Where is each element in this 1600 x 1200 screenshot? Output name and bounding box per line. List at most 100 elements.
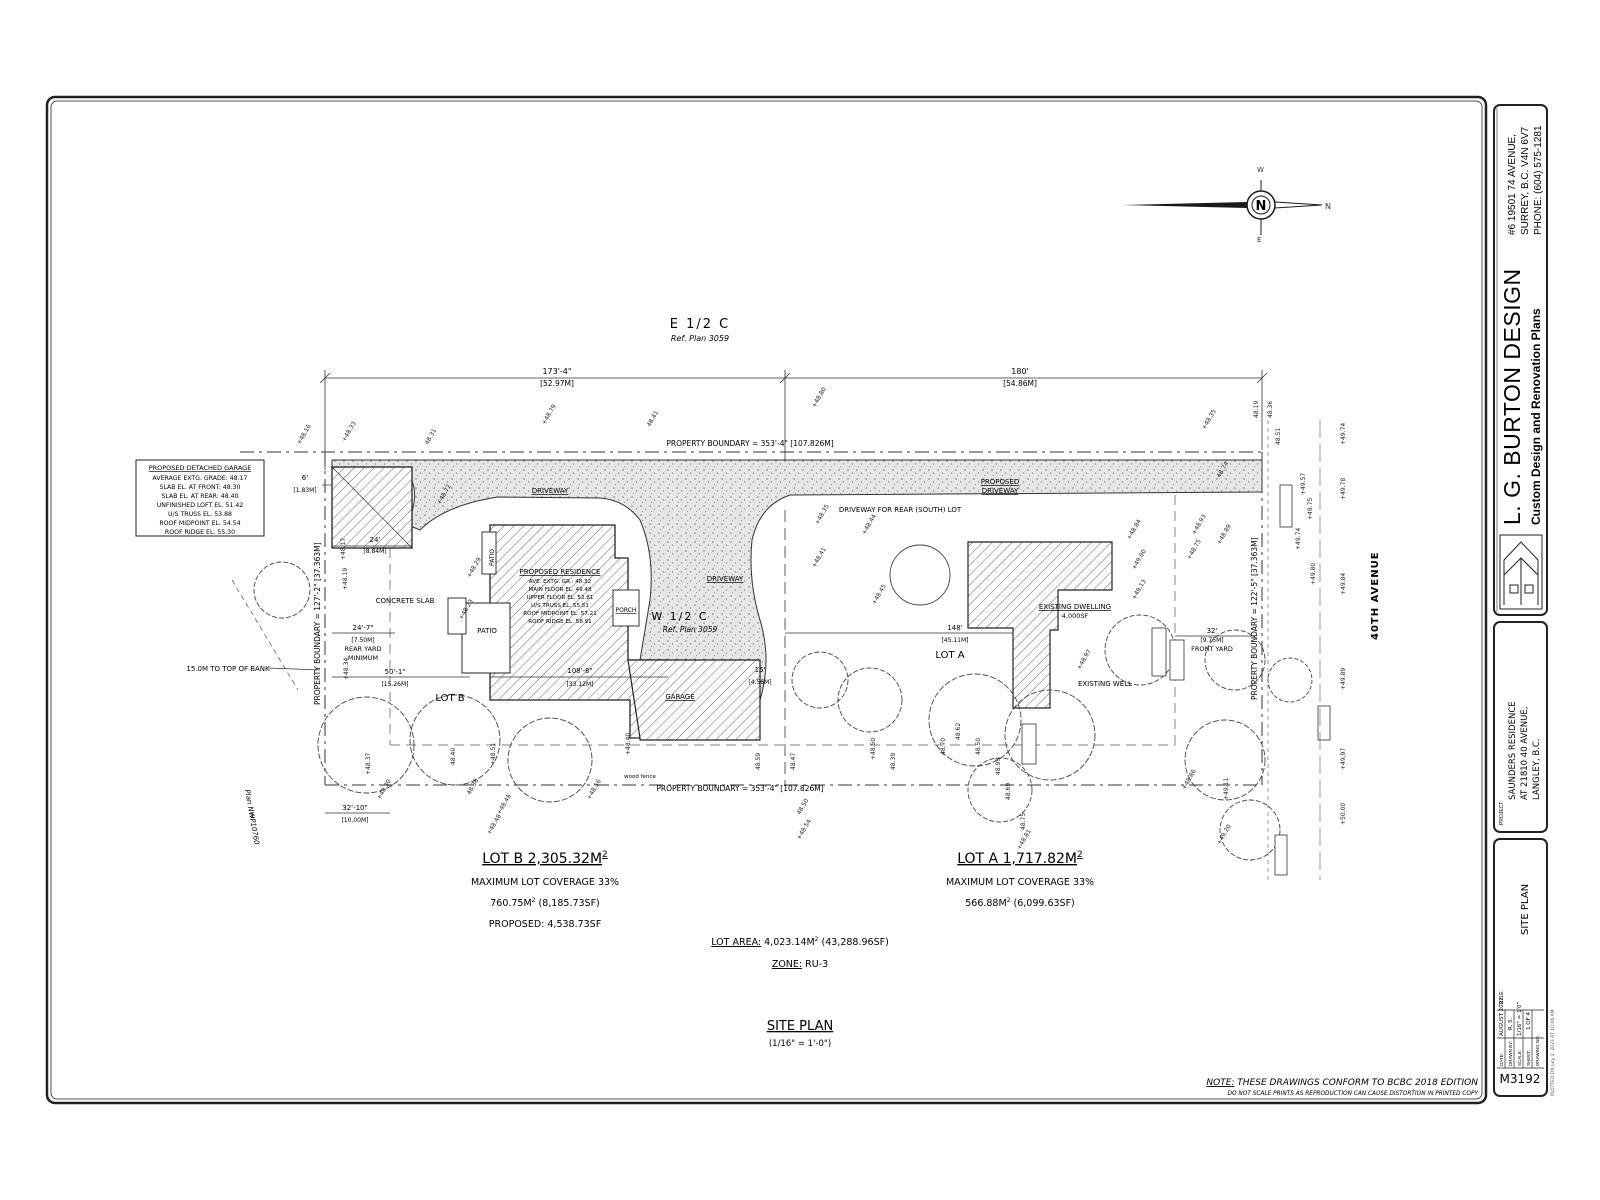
title-block xyxy=(1493,104,1548,1097)
elevation-point: 48.62 xyxy=(955,723,962,740)
lot-a-width: 148' xyxy=(947,624,962,632)
lot-b-area: 760.75M2 (8,185.73SF) xyxy=(490,897,600,909)
patio-label: PATIO xyxy=(489,549,496,566)
scale-value: 1/16" = 1'0" xyxy=(1517,1002,1523,1036)
elevation-point: +49.75 xyxy=(1307,498,1314,520)
date-label: DATE: xyxy=(1499,1053,1504,1066)
concrete-slab xyxy=(447,597,467,635)
drawing-number: M3192 xyxy=(1500,1072,1541,1086)
title-info-table xyxy=(1497,1009,1544,1069)
drawn-by-value: R. S. xyxy=(1508,1017,1514,1030)
proposed-driveway-label: DRIVEWAY xyxy=(982,487,1019,495)
company-logo-icon xyxy=(1499,534,1543,610)
elevation-point: +48.48 xyxy=(486,813,503,836)
garage-info-line: SLAB EL. AT FRONT: 48.30 xyxy=(160,484,241,491)
elevation-point: 48.75 xyxy=(1020,813,1027,830)
lot-b-label: LOT B xyxy=(435,693,464,704)
elevation-point: +48.81 xyxy=(1016,828,1033,851)
elevation-point: +48.84 xyxy=(1126,518,1143,541)
garage-setback-m: [1.83M] xyxy=(293,487,316,494)
bottom-width-m: [10.00M] xyxy=(341,817,368,824)
elevation-point: +49.57 xyxy=(1300,473,1307,495)
east-length-ft: 180' xyxy=(1011,367,1028,376)
lot-a-width-m: [45.11M] xyxy=(941,637,968,644)
front-yard-m: [9.75M] xyxy=(1200,637,1223,644)
elevation-point: +49.11 xyxy=(1223,778,1230,800)
elevation-point: +48.19 xyxy=(342,568,349,590)
elevation-point: +49.20 xyxy=(1216,823,1233,846)
existing-dwelling-area: 4,000SF xyxy=(1062,612,1089,620)
front-yard-label: FRONT YARD xyxy=(1191,645,1233,653)
rear-yard-m: [7.50M] xyxy=(351,637,374,644)
total-lot-area: LOT AREA: 4,023.14M2 (43,288.96SF) xyxy=(711,936,889,948)
project-line: LANGLEY, B.C. xyxy=(1532,738,1542,800)
elevation-point: +48.75 xyxy=(1186,538,1203,561)
driveway-label: DRIVEWAY xyxy=(707,575,744,583)
drawing-scale: (1/16" = 1'-0") xyxy=(769,1039,831,1049)
elevation-point: +49.78 xyxy=(1340,478,1347,500)
detail-boxes xyxy=(1021,484,1331,876)
trees xyxy=(253,544,1313,861)
attached-garage xyxy=(627,659,761,741)
setback-lines xyxy=(389,495,1176,746)
elevation-point: +48.34 xyxy=(343,658,350,680)
drawn-by-label: DRAWN BY: xyxy=(1508,1041,1513,1066)
center-parcel-ref: Ref. Plan 3059 xyxy=(663,625,718,634)
elevation-point: +48.41 xyxy=(811,546,828,569)
residence-line: U/S TRUSS EL. 55.51 xyxy=(531,603,589,609)
elevation-point: +48.50 xyxy=(870,738,877,760)
compass-letter: N xyxy=(1256,199,1267,214)
elevation-point: 48.40 xyxy=(450,748,457,765)
patio-main xyxy=(461,602,511,674)
east-length-m: [54.86M] xyxy=(1003,379,1037,388)
sheet-title: SITE PLAN xyxy=(1520,884,1531,935)
garage-info-line: ROOF RIDGE EL. 55.30 xyxy=(165,529,235,536)
lot-a-coverage: MAXIMUM LOT COVERAGE 33% xyxy=(946,877,1094,888)
elevation-point: +48.17 xyxy=(340,538,347,560)
existing-well-label: EXISTING WELL xyxy=(1078,680,1132,688)
elevation-point: +48.97 xyxy=(1076,648,1093,671)
bank-label: 15.0M TO TOP OF BANK xyxy=(186,665,270,673)
residence-length: 108'-8" xyxy=(567,667,592,675)
north-arrow-icon: N N W E xyxy=(1122,166,1331,244)
elevation-point: 48.50 xyxy=(975,738,982,755)
elevation-point: 48.93 xyxy=(995,758,1002,775)
elevation-point: +48.56 xyxy=(586,778,603,801)
svg-text:N: N xyxy=(1325,202,1331,211)
patio-north xyxy=(481,531,497,575)
company-phone: PHONE: (604) 575-1281 xyxy=(1533,125,1544,235)
garage-width: 24' xyxy=(370,536,381,544)
center-parcel-label: W 1/2 C xyxy=(651,610,708,623)
existing-dwelling xyxy=(967,541,1113,709)
property-boundary xyxy=(240,451,1263,786)
bottom-width: 32'-10" xyxy=(342,804,367,812)
company-address-1: #6 19501 74 AVENUE, xyxy=(1507,134,1518,235)
elevation-point: 48.19 xyxy=(1253,401,1260,418)
elevation-point: 48.51 xyxy=(1275,428,1282,445)
elevation-point: 48.31 xyxy=(424,427,439,446)
elevation-point: +48.54 xyxy=(796,818,813,841)
title-label: TITLE: xyxy=(1499,990,1505,1005)
elevation-point: +48.44 xyxy=(861,513,878,536)
date-value: AUGUST 2022 xyxy=(1499,997,1505,1036)
elevation-point: +49.74 xyxy=(1340,423,1347,445)
elevation-point: +48.37 xyxy=(365,753,372,775)
elevation-point: 48.38 xyxy=(466,777,481,796)
elevation-point: 48.41 xyxy=(646,409,661,428)
elevation-point: 48.39 xyxy=(890,753,897,770)
residence-line: AVE. EXTG. GR.: 48.32 xyxy=(529,579,591,585)
company-name: L. G. BURTON DESIGN xyxy=(1499,268,1525,525)
elevation-point: +48.86 xyxy=(1181,768,1198,791)
adjacent-north-label: E 1/2 C xyxy=(670,317,730,332)
rear-yard-min: MINIMUM xyxy=(348,654,378,662)
lot-a-area: 566.88M2 (6,099.63SF) xyxy=(965,897,1075,909)
proposed-driveway-label: PROPOSED xyxy=(981,478,1020,486)
west-plan-number: 1 xyxy=(250,812,254,820)
driveway-north xyxy=(331,459,1263,741)
elevation-point: +48.33 xyxy=(341,420,358,443)
residence-line: ROOF MIDPOINT EL. 57.21 xyxy=(523,611,597,617)
elevation-point: +49.84 xyxy=(1340,573,1347,595)
garage-info-line: SLAB EL. AT REAR: 48.40 xyxy=(161,493,238,500)
property-boundary-north: PROPERTY BOUNDARY = 353'-4" [107.826M] xyxy=(666,439,833,448)
